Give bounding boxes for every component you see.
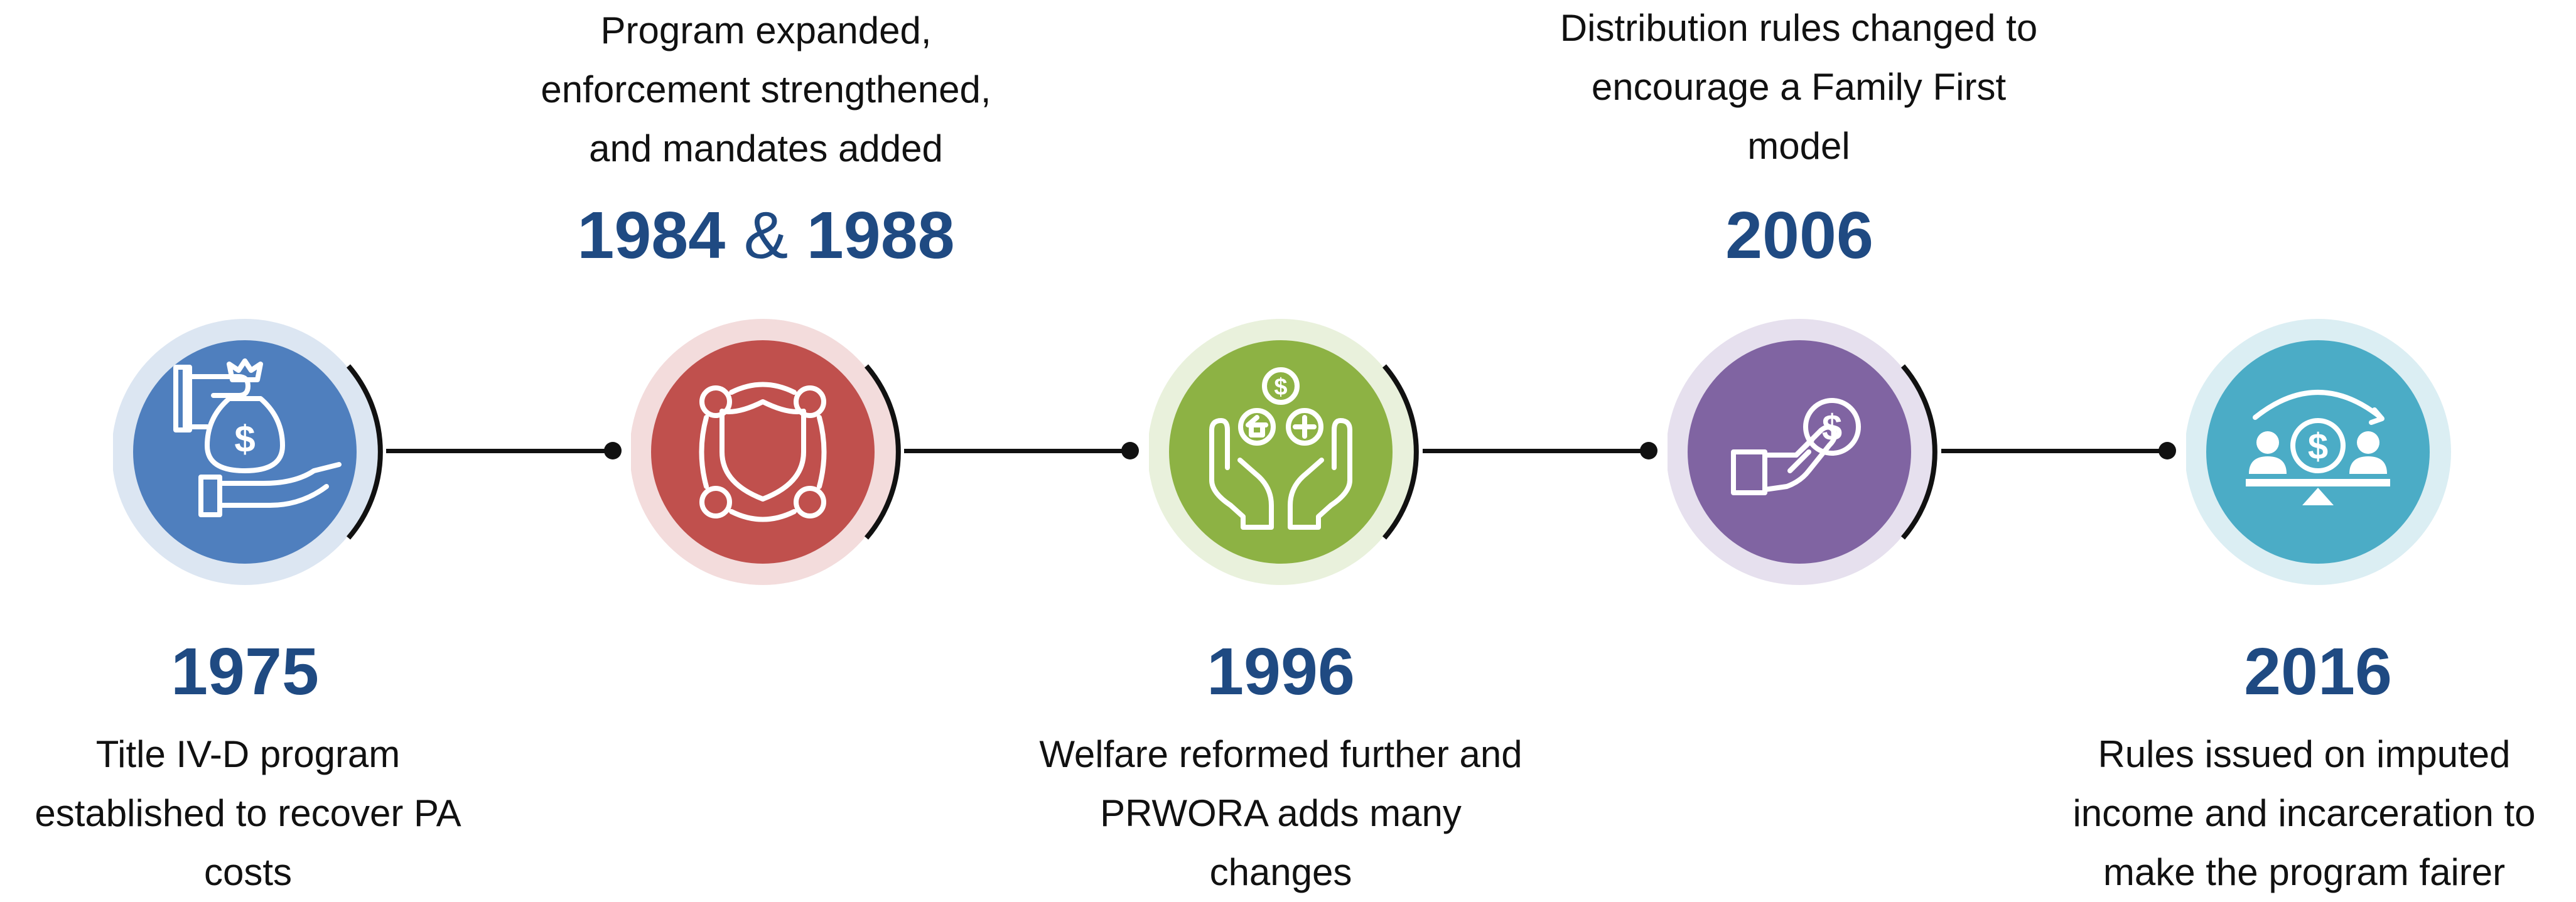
accent-arc bbox=[1382, 364, 1419, 540]
milestone-year: 2006 bbox=[1725, 198, 1873, 272]
description-line: Welfare reformed further and bbox=[1039, 733, 1522, 775]
description-line: enforcement strengthened, bbox=[541, 68, 991, 110]
timeline-dot bbox=[604, 442, 622, 459]
icon-disc bbox=[651, 340, 875, 564]
milestone-circle-1996: $ bbox=[1149, 319, 1419, 585]
milestone-description: Distribution rules changed to encourage … bbox=[1501, 0, 2097, 176]
description-line: Distribution rules changed to bbox=[1560, 7, 2038, 49]
milestone-year: 1984 & 1988 bbox=[521, 198, 1011, 273]
svg-text:$: $ bbox=[1274, 374, 1287, 400]
year-end: 1988 bbox=[806, 198, 955, 272]
icon-disc bbox=[1169, 340, 1393, 564]
description-line: model bbox=[1747, 125, 1850, 167]
description-line: make the program fairer bbox=[2103, 851, 2506, 893]
description-line: Title IV-D program bbox=[95, 733, 401, 775]
milestone-description: Program expanded, enforcement strengthen… bbox=[483, 1, 1048, 178]
milestone-year: 1996 bbox=[1207, 635, 1355, 709]
milestone-year: 2016 bbox=[2244, 635, 2392, 709]
timeline-dot bbox=[2158, 442, 2176, 459]
svg-text:$: $ bbox=[234, 418, 255, 460]
hand-giving-coin-icon: $ bbox=[1731, 398, 1861, 495]
hand-money-bag-icon: $ bbox=[173, 358, 342, 517]
timeline-connector bbox=[904, 449, 1130, 453]
timeline-connector bbox=[1423, 449, 1649, 453]
description-line: encourage a Family First bbox=[1591, 66, 2007, 108]
description-line: Program expanded, bbox=[600, 9, 932, 51]
milestone-circle-2006: $ bbox=[1668, 319, 1937, 585]
milestone-description: Title IV-D program established to recove… bbox=[0, 725, 496, 902]
milestone-description: Rules issued on imputed income and incar… bbox=[2034, 725, 2574, 902]
description-line: Rules issued on imputed bbox=[2098, 733, 2511, 775]
description-line: and mandates added bbox=[589, 127, 943, 169]
milestone-circle-2016: $ bbox=[2186, 319, 2451, 585]
description-line: income and incarceration to bbox=[2072, 792, 2536, 834]
milestone-circle-1975: $ bbox=[113, 319, 383, 585]
timeline-connector bbox=[1941, 449, 2167, 453]
timeline-dot bbox=[1121, 442, 1139, 459]
timeline-connector bbox=[386, 449, 612, 453]
balance-people-icon: $ bbox=[2246, 390, 2390, 505]
description-line: changes bbox=[1209, 851, 1352, 893]
icon-disc bbox=[2206, 340, 2430, 564]
svg-text:$: $ bbox=[2308, 426, 2328, 467]
year-start: 1984 bbox=[577, 198, 726, 272]
shield-network-icon bbox=[699, 382, 827, 522]
description-line: PRWORA adds many bbox=[1100, 792, 1462, 834]
accent-arc bbox=[864, 364, 901, 540]
hands-coins-icon: $ bbox=[1209, 367, 1352, 530]
milestone-circle-1984-1988 bbox=[631, 319, 901, 585]
timeline-dot bbox=[1640, 442, 1657, 459]
description-line: established to recover PA bbox=[35, 792, 461, 834]
accent-arc bbox=[1900, 364, 1937, 540]
year-ampersand: & bbox=[743, 198, 789, 272]
milestone-year: 1975 bbox=[171, 635, 319, 709]
accent-arc bbox=[346, 364, 383, 540]
description-line: costs bbox=[203, 851, 293, 893]
milestone-description: Welfare reformed further and PRWORA adds… bbox=[976, 725, 1585, 902]
